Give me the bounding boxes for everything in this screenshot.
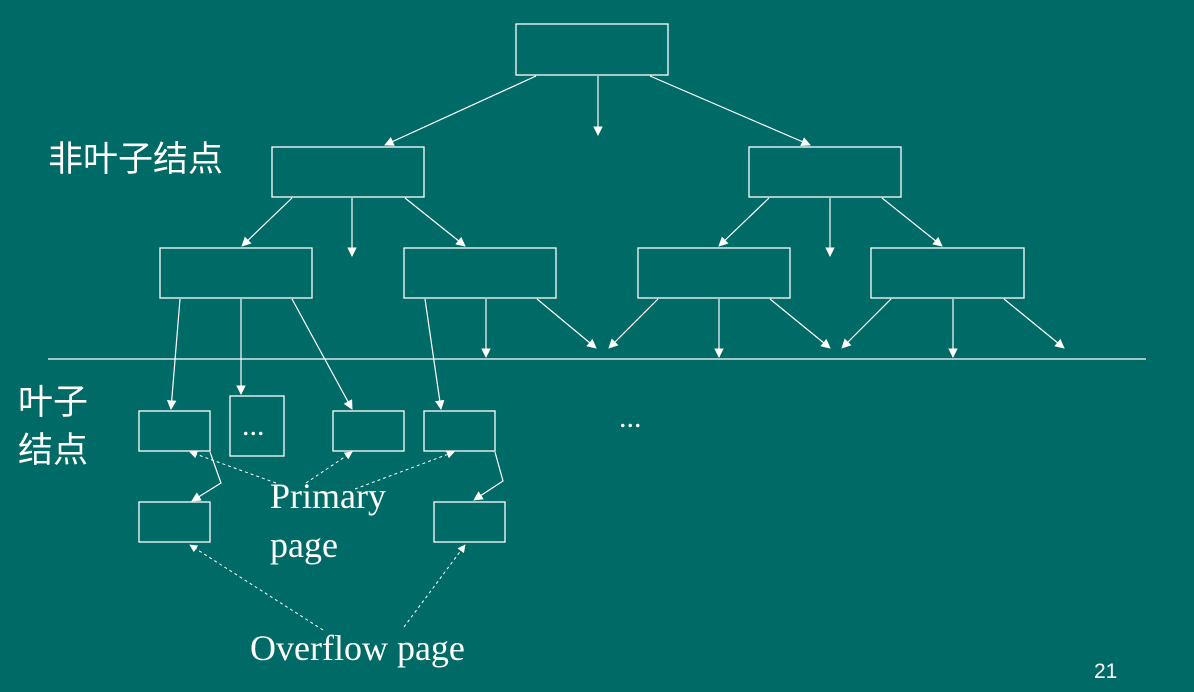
- page-number: 21: [1094, 660, 1118, 683]
- pointer-arrow: [384, 75, 537, 146]
- internal-node-right: [748, 146, 902, 198]
- overflow-page-1: [138, 501, 211, 543]
- pointer-arrow: [404, 197, 466, 247]
- internal-node-3: [637, 247, 791, 299]
- callout-arrow-overflow: [189, 544, 324, 631]
- primary-page-2: [332, 410, 405, 452]
- box-ellipsis: ...: [242, 409, 265, 442]
- pointer-arrow: [241, 197, 293, 247]
- overflow-page-2: [433, 501, 506, 543]
- overflow-page-label: Overflow page: [250, 628, 465, 668]
- internal-node-4: [870, 247, 1025, 299]
- row-ellipsis: ...: [619, 401, 642, 434]
- overflow-chain-arrow: [191, 451, 222, 502]
- pointer-arrow: [166, 298, 181, 410]
- primary-page-label-line1: Primary: [270, 476, 386, 516]
- internal-node-left: [271, 146, 425, 198]
- pointer-arrow: [536, 298, 597, 349]
- overflow-chain-arrow: [473, 451, 504, 501]
- internal-node-1: [159, 247, 313, 299]
- callout-arrow-overflow: [403, 544, 466, 628]
- pointer-arrow: [608, 298, 659, 349]
- leaf-heading-line2: 结点: [18, 431, 89, 471]
- leaf-heading-line1: 叶子: [18, 383, 89, 423]
- pointer-arrow: [649, 75, 811, 146]
- pointer-arrow: [1003, 298, 1065, 349]
- pointer-arrow: [424, 298, 445, 410]
- pointer-arrow: [769, 298, 831, 349]
- pointer-arrow: [718, 197, 770, 247]
- non-leaf-heading: 非叶子结点: [48, 140, 224, 180]
- primary-page-ellipsis-box: [229, 395, 285, 457]
- pointer-arrow: [881, 197, 943, 247]
- internal-node-2: [403, 247, 557, 299]
- primary-page-label-line2: page: [270, 525, 338, 565]
- pointer-arrow: [841, 298, 892, 349]
- pointer-arrow: [291, 298, 353, 410]
- primary-page-1: [138, 410, 211, 452]
- primary-page-3: [423, 410, 496, 452]
- root-node: [515, 23, 669, 76]
